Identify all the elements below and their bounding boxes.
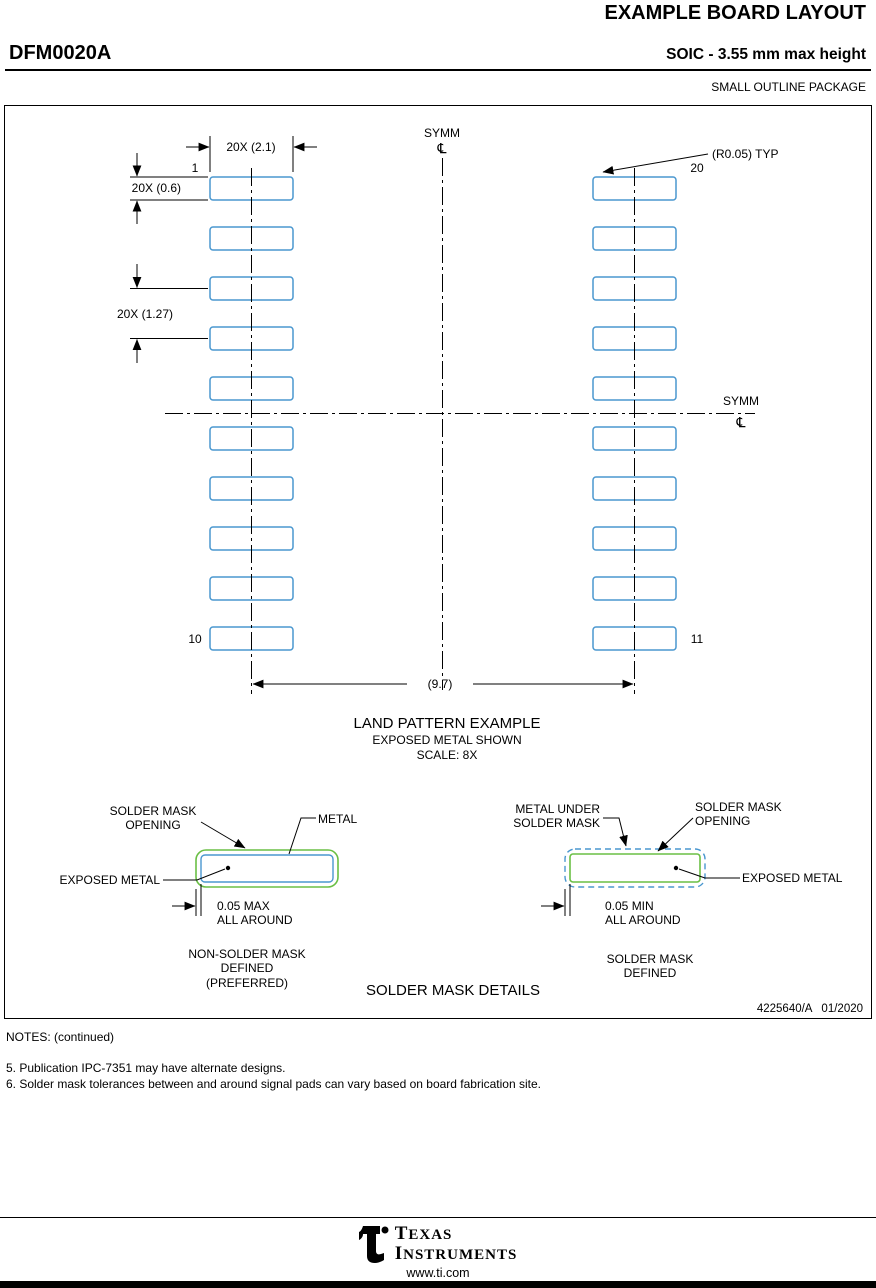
detail-smd: METAL UNDER SOLDER MASK SOLDER MASK OPEN… xyxy=(513,800,843,980)
smd-dim-label-1: 0.05 MIN xyxy=(605,899,654,913)
land-pattern-subtitle-1: EXPOSED METAL SHOWN xyxy=(372,733,521,747)
dim-pitch: 20X (1.27) xyxy=(117,264,208,363)
nsmd-opening-label-2: OPENING xyxy=(125,818,180,832)
smd-dim-label-2: ALL AROUND xyxy=(605,913,681,927)
land-pattern-drawing: 20X (2.1) 20X (0.6) 20X (1.27) xyxy=(60,126,843,999)
smd-opening-label-2: OPENING xyxy=(695,814,750,828)
smd-metal-under-label-1: METAL UNDER xyxy=(515,802,600,816)
smd-caption-1: SOLDER MASK xyxy=(607,952,694,966)
smd-opening-label-1: SOLDER MASK xyxy=(695,800,782,814)
solder-mask-details-title: SOLDER MASK DETAILS xyxy=(366,982,540,999)
ti-brand-line-1: TEXAS xyxy=(394,1223,453,1244)
centerline-symbol-top: ℄ xyxy=(437,140,447,156)
nsmd-metal-label: METAL xyxy=(318,812,357,826)
ti-logo-icon xyxy=(358,1225,389,1263)
corner-radius-note: (R0.05) TYP xyxy=(602,147,778,175)
dim-pad-width-label: 20X (0.6) xyxy=(132,181,181,195)
smd-metal-under-label-2: SOLDER MASK xyxy=(513,816,600,830)
dim-span: (9.7) xyxy=(252,677,634,691)
nsmd-dim-label-1: 0.05 MAX xyxy=(217,899,270,913)
land-pattern-title: LAND PATTERN EXAMPLE xyxy=(354,715,541,732)
dim-pad-length-label: 20X (2.1) xyxy=(226,140,275,154)
nsmd-opening-label-1: SOLDER MASK xyxy=(110,804,197,818)
land-pattern-subtitle-2: SCALE: 8X xyxy=(417,748,478,762)
header-divider xyxy=(5,69,871,71)
note-item-6: 6. Solder mask tolerances between and ar… xyxy=(6,1077,541,1091)
symm-top-label: SYMM xyxy=(424,126,460,140)
nsmd-caption-2: DEFINED xyxy=(221,961,274,975)
pin-11-label: 11 xyxy=(691,632,704,646)
dim-pad-width: 20X (0.6) xyxy=(130,153,208,224)
smd-exposed-metal-label: EXPOSED METAL xyxy=(742,871,843,885)
dim-pad-length: 20X (2.1) xyxy=(186,136,317,172)
smd-caption-2: DEFINED xyxy=(624,966,677,980)
footer-divider xyxy=(0,1217,876,1218)
footer: TEXAS INSTRUMENTS www.ti.com xyxy=(0,1224,876,1280)
dim-span-label: (9.7) xyxy=(428,677,453,691)
ti-brand-line-2: INSTRUMENTS xyxy=(394,1242,518,1264)
drawing-frame: 20X (2.1) 20X (0.6) 20X (1.27) xyxy=(4,105,872,1019)
pin-10-label: 10 xyxy=(188,632,202,646)
nsmd-exposed-metal-label: EXPOSED METAL xyxy=(60,873,161,887)
dim-pitch-label: 20X (1.27) xyxy=(117,307,173,321)
package-subtitle: SOIC - 3.55 mm max height xyxy=(666,46,866,63)
detail-nsmd: SOLDER MASK OPENING METAL EXPOSED METAL … xyxy=(60,804,358,990)
pin-20-label: 20 xyxy=(690,161,704,175)
ti-brand-text: TEXAS INSTRUMENTS xyxy=(395,1224,518,1264)
package-type: SMALL OUTLINE PACKAGE xyxy=(711,80,866,94)
corner-radius-label: (R0.05) TYP xyxy=(712,147,778,161)
note-item-5: 5. Publication IPC-7351 may have alterna… xyxy=(6,1061,286,1075)
centerlines xyxy=(165,158,755,694)
symm-right-label: SYMM xyxy=(723,394,759,408)
notes-heading: NOTES: (continued) xyxy=(6,1030,115,1044)
doc-number: 4225640/A 01/2020 xyxy=(756,1003,863,1015)
page-title: EXAMPLE BOARD LAYOUT xyxy=(604,2,866,24)
nsmd-caption-3: (PREFERRED) xyxy=(206,976,288,990)
pin-1-label: 1 xyxy=(192,161,199,175)
nsmd-dim-label-2: ALL AROUND xyxy=(217,913,293,927)
nsmd-caption-1: NON-SOLDER MASK xyxy=(188,947,305,961)
bottom-bar xyxy=(0,1281,876,1288)
part-number: DFM0020A xyxy=(9,42,112,64)
ti-url-link[interactable]: www.ti.com xyxy=(406,1265,470,1280)
exposed-metal-dot xyxy=(673,865,679,871)
centerline-symbol-right: ℄ xyxy=(736,414,746,430)
exposed-metal-dot xyxy=(225,865,231,871)
ti-brand: TEXAS INSTRUMENTS xyxy=(358,1224,518,1264)
